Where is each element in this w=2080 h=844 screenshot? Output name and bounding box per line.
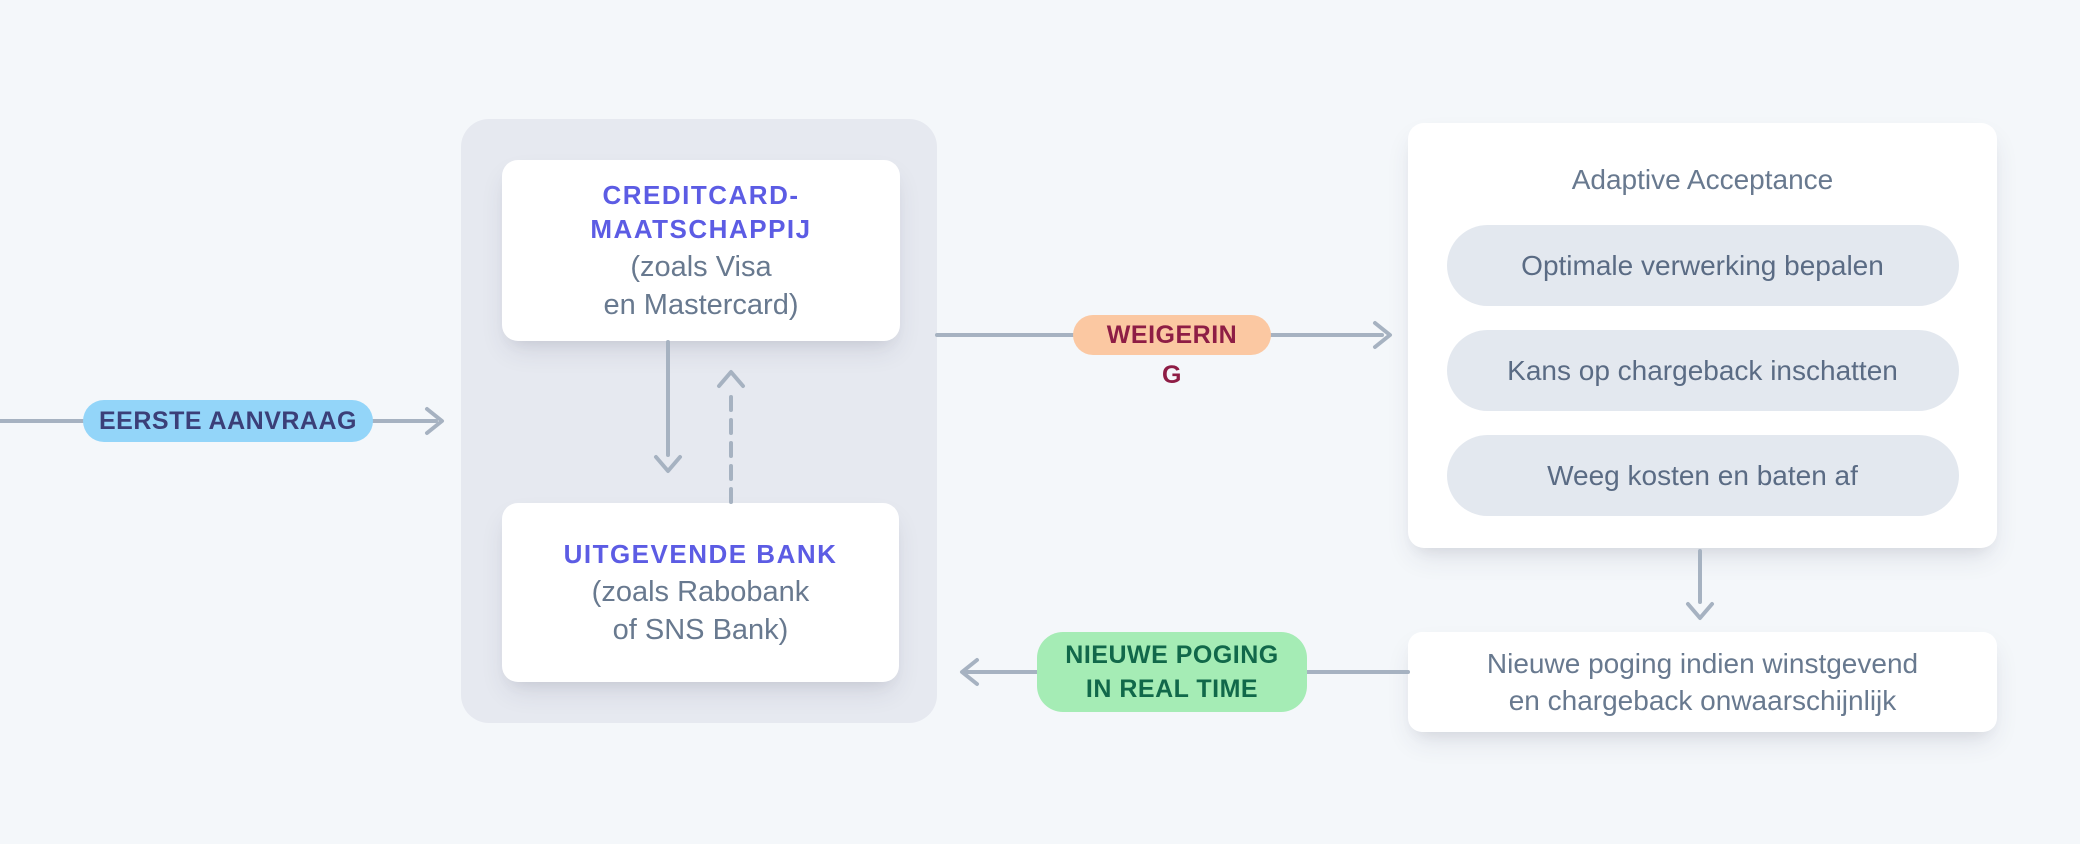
nieuwe-poging-badge: NIEUWE POGING IN REAL TIME [1037,632,1307,712]
creditcard-maatschappij-subtitle: (zoals Visa en Mastercard) [603,250,799,321]
uitgevende-bank-card: UITGEVENDE BANK (zoals Rabobank of SNS B… [502,503,899,682]
adaptive-step-pill: Kans op chargeback inschatten [1446,330,1959,411]
creditcard-maatschappij-card: CREDITCARD- MAATSCHAPPIJ (zoals Visa en … [502,160,900,341]
adaptive-acceptance-title: Adaptive Acceptance [1571,164,1834,195]
arrowhead-right-icon [1373,321,1392,349]
uitgevende-bank-subtitle: (zoals Rabobank of SNS Bank) [591,575,810,646]
adaptive-step-pill: Optimale verwerking bepalen [1446,225,1959,306]
arrowhead-down-icon [1686,602,1714,620]
weigering-badge-label: WEIGERING [1106,321,1238,389]
creditcard-maatschappij-title: CREDITCARD- MAATSCHAPPIJ [590,179,812,244]
retry-decision-text: Nieuwe poging indien winstgevend en char… [1486,648,1919,716]
retry-decision-card: Nieuwe poging indien winstgevend en char… [1408,632,1997,732]
weigering-badge: WEIGERING [1073,315,1271,389]
adaptive-step-pill: Weeg kosten en baten af [1446,435,1959,516]
uitgevende-bank-title: UITGEVENDE BANK [563,538,838,569]
adaptive-acceptance-card: Adaptive Acceptance Optimale verwerking … [1408,123,1997,548]
eerste-aanvraag-badge: EERSTE AANVRAAG [83,400,373,442]
arrowhead-right-icon [425,407,444,435]
arrowhead-left-icon [960,658,979,686]
